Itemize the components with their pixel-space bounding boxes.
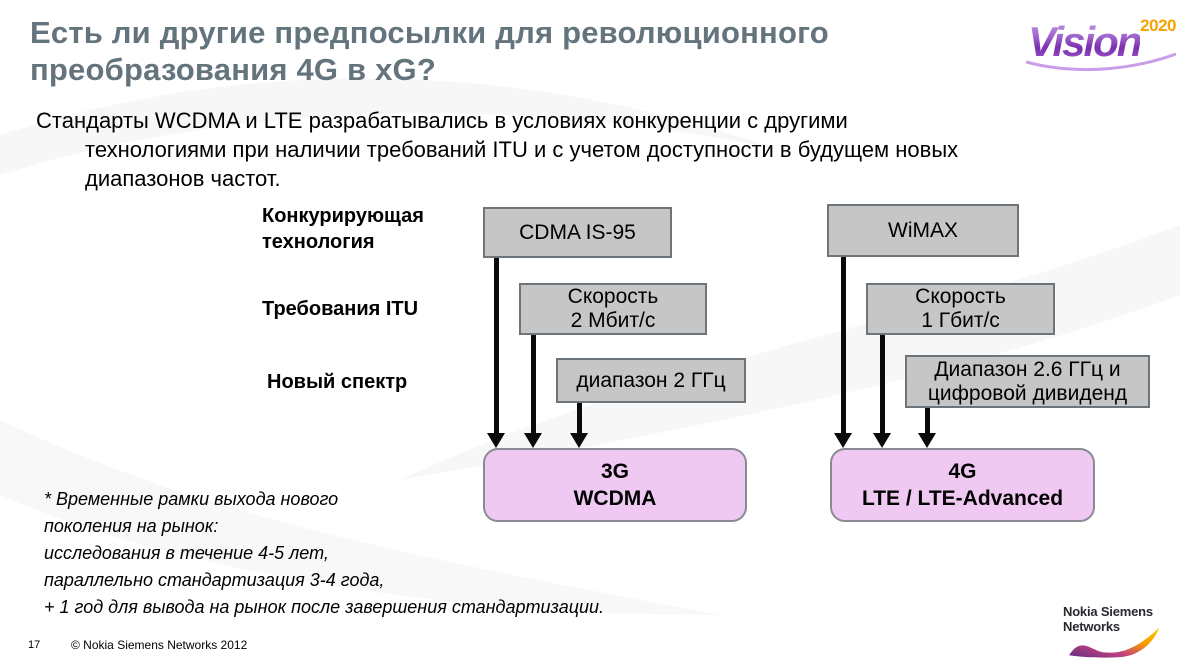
row-label-itu-requirements: Требования ITU [262,298,419,320]
row-label-competing-technology: Конкурирующая технология [262,205,424,253]
vision-swoosh-icon [1026,52,1176,72]
nokia-siemens-networks-logo: Nokia Siemens Networks [1040,600,1176,658]
arrowhead-band26-to-4g [918,433,936,448]
footnote-timeline: * Временные рамки выхода нового поколени… [44,489,605,617]
nsn-wave-icon [1069,627,1160,658]
box-band-2ghz: диапазон 2 ГГц [556,358,746,403]
box-speed-1gbit: Скорость 1 Гбит/с [866,283,1055,335]
nsn-logo-text: Nokia Siemens Networks [1063,604,1153,634]
vision2020-logo: Vision 2020 [1026,16,1176,74]
arrow-speed1-to-4g [880,335,885,434]
vision-logo-year: 2020 [1140,16,1176,35]
box-speed-2mbit: Скорость 2 Мбит/с [519,283,707,335]
intro-paragraph: Стандарты WCDMA и LTE разрабатывались в … [36,108,959,191]
copyright-text: © Nokia Siemens Networks 2012 [71,638,248,652]
result-box-4g-lte: 4G LTE / LTE-Advanced [830,448,1095,522]
box-cdma-is95: CDMA IS-95 [483,207,672,258]
arrow-wimax-to-4g [841,257,846,434]
arrow-band2-to-3g [577,403,582,434]
slide-title: Есть ли другие предпосылки для революцио… [30,15,829,87]
arrow-band26-to-4g [925,408,930,434]
arrowhead-speed1-to-4g [873,433,891,448]
arrowhead-wimax-to-4g [834,433,852,448]
arrowhead-cdma-to-3g [487,433,505,448]
row-label-new-spectrum: Новый спектр [267,371,408,393]
arrowhead-band2-to-3g [570,433,588,448]
arrow-cdma-to-3g [494,258,499,434]
result-box-3g-wcdma: 3G WCDMA [483,448,747,522]
arrowhead-speed2-to-3g [524,433,542,448]
page-number: 17 [28,639,41,651]
box-band-2-6ghz-digital-dividend: Диапазон 2.6 ГГц и цифровой дивиденд [905,355,1150,408]
box-wimax: WiMAX [827,204,1019,257]
vision-logo-word: Vision [1028,18,1142,65]
arrow-speed2-to-3g [531,335,536,434]
